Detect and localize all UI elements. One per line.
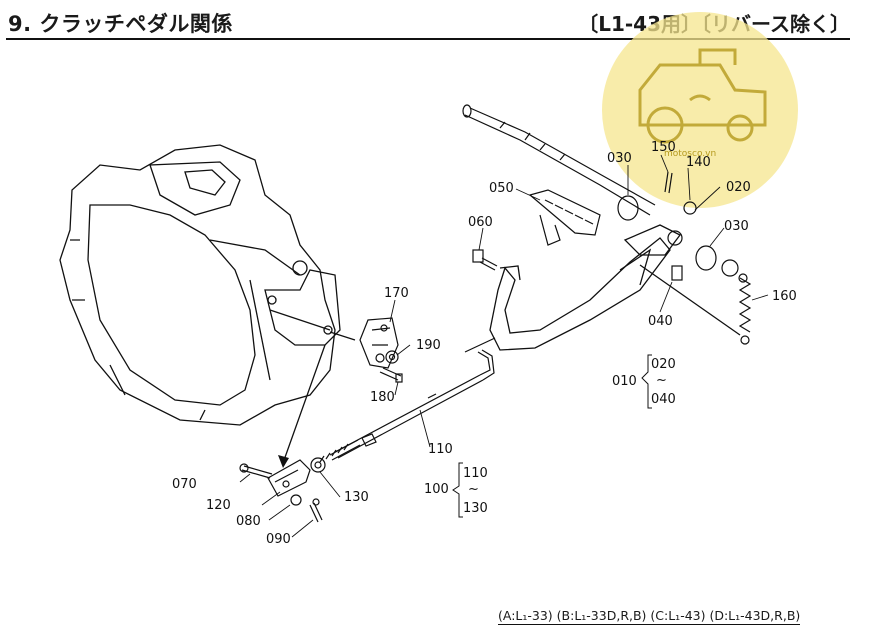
part-label-080: 080 [236, 514, 261, 529]
transmission-housing [59, 144, 341, 426]
part-label-020: 020 [726, 180, 751, 195]
group-100-tilde: ~ [468, 482, 479, 497]
part-label-050: 050 [489, 181, 514, 196]
group-100-top: 110 [463, 466, 488, 481]
model-legend-text: (A:L₁-33) (B:L₁-33D,R,B) (C:L₁-43) (D:L₁… [498, 608, 801, 623]
part-label-090: 090 [266, 532, 291, 547]
group-010-bottom: 040 [651, 392, 676, 407]
bolt-060 [472, 249, 498, 271]
part-label-120: 120 [206, 498, 231, 513]
model-legend: (A:L₁-33) (B:L₁-33D,R,B) (C:L₁-43) (D:L₁… [498, 608, 801, 625]
legend-underline [498, 624, 801, 625]
part-label-030a: 030 [607, 151, 632, 166]
part-label-100: 100 [424, 482, 449, 497]
part-label-110: 110 [428, 442, 453, 457]
pedal-arm [489, 224, 741, 351]
pedal-pad [528, 189, 601, 246]
part-label-010: 010 [612, 374, 637, 389]
group-010-tilde: ~ [656, 373, 667, 388]
part-label-130: 130 [344, 490, 369, 505]
leader-arrow [278, 344, 326, 468]
part-label-190: 190 [416, 338, 441, 353]
part-label-180: 180 [370, 390, 395, 405]
pedal-shaft [462, 104, 656, 216]
tractor-icon [638, 48, 767, 144]
part-label-140: 140 [686, 155, 711, 170]
group-brackets [452, 354, 652, 518]
part-label-150: 150 [651, 140, 676, 155]
group-010-top: 020 [651, 357, 676, 372]
bracket-assembly [269, 309, 403, 383]
clevis-assembly [239, 457, 326, 523]
part-label-060: 060 [468, 215, 493, 230]
part-label-040: 040 [648, 314, 673, 329]
part-label-030b: 030 [724, 219, 749, 234]
part-label-170: 170 [384, 286, 409, 301]
watermark-text: motosco.vn [664, 149, 716, 159]
part-label-070: 070 [172, 477, 197, 492]
title-rule [6, 38, 850, 40]
bushings-and-spring [617, 171, 752, 345]
leader-lines [239, 154, 769, 538]
page-title: 9. クラッチペダル関係 [8, 12, 233, 36]
clutch-rod [319, 337, 496, 463]
group-100-bottom: 130 [463, 501, 488, 516]
watermark-logo: motosco.vn [602, 12, 798, 208]
part-label-160: 160 [772, 289, 797, 304]
